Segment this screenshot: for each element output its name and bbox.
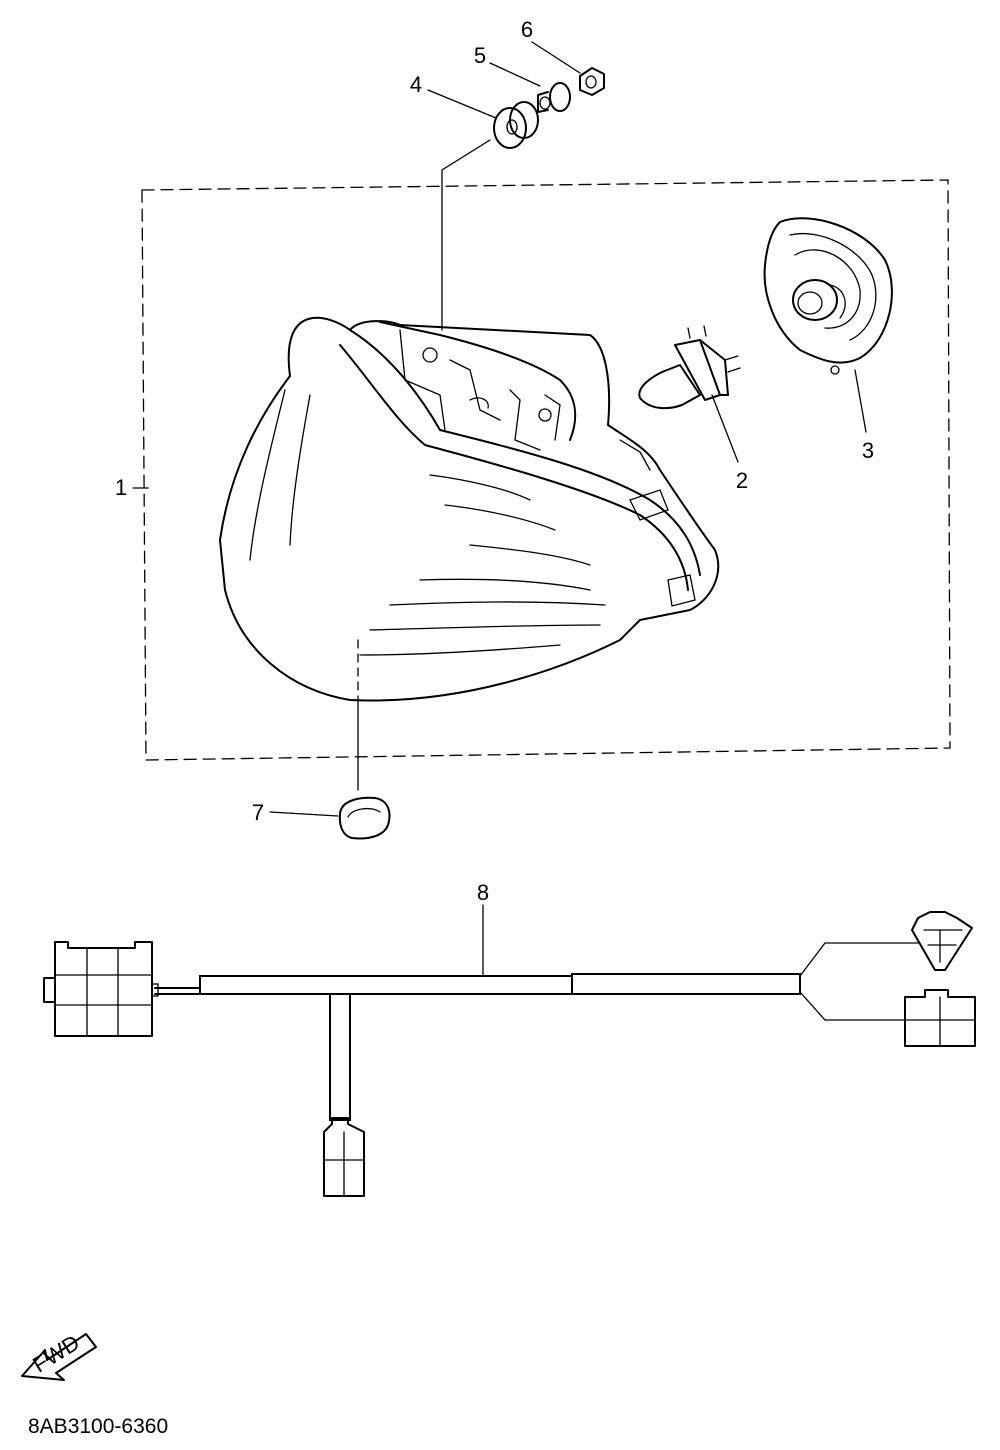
callout-7: 7 [252, 800, 264, 825]
leader-line-3 [854, 369, 867, 433]
collar-part-5 [537, 82, 571, 113]
wire-harness-part-8 [43, 911, 976, 1197]
socket-cover-part-3 [763, 217, 893, 375]
callout-3: 3 [862, 438, 874, 463]
callout-1: 1 [115, 475, 127, 500]
nut-part-6 [579, 67, 605, 96]
leader-line-6 [531, 41, 581, 74]
headlight-assembly [219, 316, 720, 702]
leader-line-2 [711, 394, 739, 463]
callout-8: 8 [477, 880, 489, 905]
grommet-part-4 [493, 101, 539, 149]
fwd-label: FWD [28, 1330, 84, 1378]
grommet-part-7 [338, 796, 391, 840]
bulb-part-2 [638, 325, 741, 410]
assembly-boundary [141, 179, 951, 761]
fwd-arrow: FWD [21, 1330, 97, 1381]
callout-4: 4 [410, 72, 422, 97]
leader-line-7-tag [269, 811, 339, 817]
leader-line-4 [441, 139, 491, 331]
leader-line-4-tag [427, 89, 497, 119]
figure-code: 8AB3100-6360 [28, 1415, 168, 1438]
callout-5: 5 [474, 43, 486, 68]
callout-6: 6 [521, 17, 533, 42]
callout-2: 2 [736, 468, 748, 493]
leader-line-5 [489, 62, 541, 87]
